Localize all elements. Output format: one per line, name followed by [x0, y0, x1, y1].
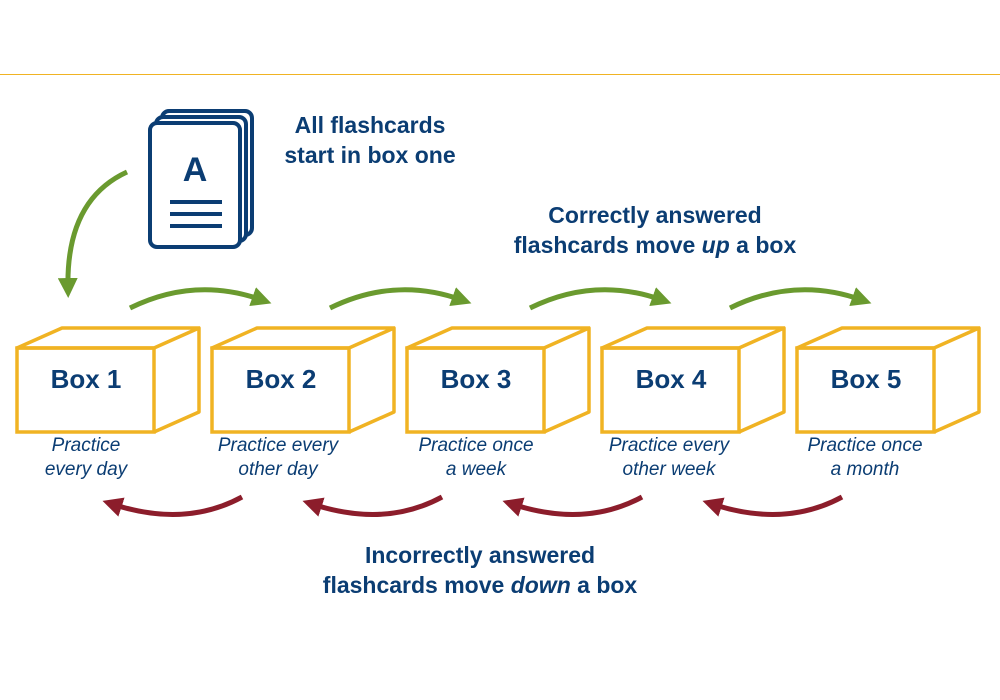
- box-2-outline-icon: [210, 326, 396, 434]
- card-letter: A: [182, 151, 208, 189]
- box-1-outline-icon: [15, 326, 201, 434]
- down-caption-line2-before: flashcards move: [322, 572, 511, 598]
- up-caption-line2-before: flashcards move: [513, 232, 702, 258]
- start-caption: All flashcards start in box one: [250, 110, 490, 170]
- header-divider: [0, 74, 1000, 75]
- up-caption-emphasis: up: [701, 232, 730, 258]
- box-1-desc-line1: Practice: [51, 435, 121, 456]
- box-1-description: Practice every day: [6, 434, 166, 482]
- down-arrow-1-icon: [102, 494, 244, 517]
- box-5-outline-icon: [795, 326, 981, 434]
- box-2-label: Box 2: [245, 364, 317, 394]
- down-caption-emphasis: down: [510, 572, 571, 598]
- box-3-desc-line2: a week: [445, 459, 507, 480]
- box-3-desc-line1: Practice once: [418, 435, 534, 456]
- up-caption-line1: Correctly answered: [548, 202, 762, 228]
- box-2-desc-line1: Practice every: [217, 435, 339, 456]
- box-5-desc-line2: a month: [830, 459, 900, 480]
- box-4: Box 4: [600, 326, 790, 434]
- box-4-description: Practice every other week: [589, 434, 749, 482]
- up-caption-line2-after: a box: [729, 232, 797, 258]
- down-arrow-3-icon: [502, 494, 644, 517]
- down-caption: Incorrectly answered flashcards move dow…: [290, 540, 670, 600]
- up-arrow-4-icon: [728, 287, 872, 311]
- box-2: Box 2: [210, 326, 400, 434]
- box-4-outline-icon: [600, 326, 786, 434]
- box-5: Box 5: [795, 326, 985, 434]
- box-2-description: Practice every other day: [198, 434, 358, 482]
- up-arrow-1-icon: [128, 287, 272, 311]
- down-caption-line2-after: a box: [570, 572, 638, 598]
- box-4-desc-line2: other week: [622, 459, 716, 480]
- box-5-description: Practice once a month: [785, 434, 945, 482]
- box-5-label: Box 5: [830, 364, 902, 394]
- box-1-desc-line2: every day: [44, 459, 128, 480]
- box-3: Box 3: [405, 326, 595, 434]
- start-caption-line1: All flashcards: [294, 112, 446, 138]
- up-arrow-2-icon: [328, 287, 472, 311]
- up-arrow-3-icon: [528, 287, 672, 311]
- box-5-desc-line1: Practice once: [807, 435, 923, 456]
- box-4-label: Box 4: [635, 364, 707, 394]
- box-1: Box 1: [15, 326, 205, 434]
- box-3-description: Practice once a week: [396, 434, 556, 482]
- box-2-desc-line2: other day: [238, 459, 318, 480]
- up-caption: Correctly answered flashcards move up a …: [470, 200, 840, 260]
- flashcard-stack-icon: [148, 109, 254, 249]
- down-arrow-2-icon: [302, 494, 444, 517]
- box-4-desc-line1: Practice every: [608, 435, 730, 456]
- down-caption-line1: Incorrectly answered: [364, 542, 596, 568]
- box-1-label: Box 1: [50, 364, 122, 394]
- box-3-label: Box 3: [440, 364, 512, 394]
- box-3-outline-icon: [405, 326, 591, 434]
- start-caption-line2: start in box one: [284, 142, 456, 168]
- start-arrow-icon: [57, 169, 129, 298]
- down-arrow-4-icon: [702, 494, 844, 517]
